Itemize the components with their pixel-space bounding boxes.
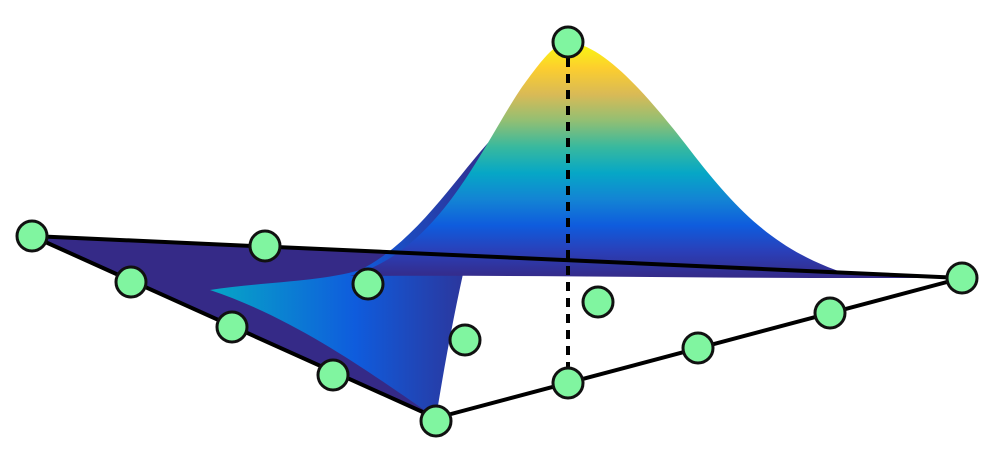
surface-peak [350,42,860,278]
node-circle [551,366,585,400]
node-circle [114,265,148,299]
node-circle [15,219,49,253]
surface [32,42,962,418]
node-circle [448,323,482,357]
node-circle [551,25,585,59]
node-circle [681,331,715,365]
node-circle [215,310,249,344]
node-circle [316,358,350,392]
node-circle [248,229,282,263]
node-circle [813,296,847,330]
node-circle [581,285,615,319]
node-circle [945,261,979,295]
node-circle [419,404,453,438]
surface-flat-region [32,236,962,418]
node-circle [351,267,385,301]
nodes [15,25,979,438]
edge-back [31,234,963,280]
